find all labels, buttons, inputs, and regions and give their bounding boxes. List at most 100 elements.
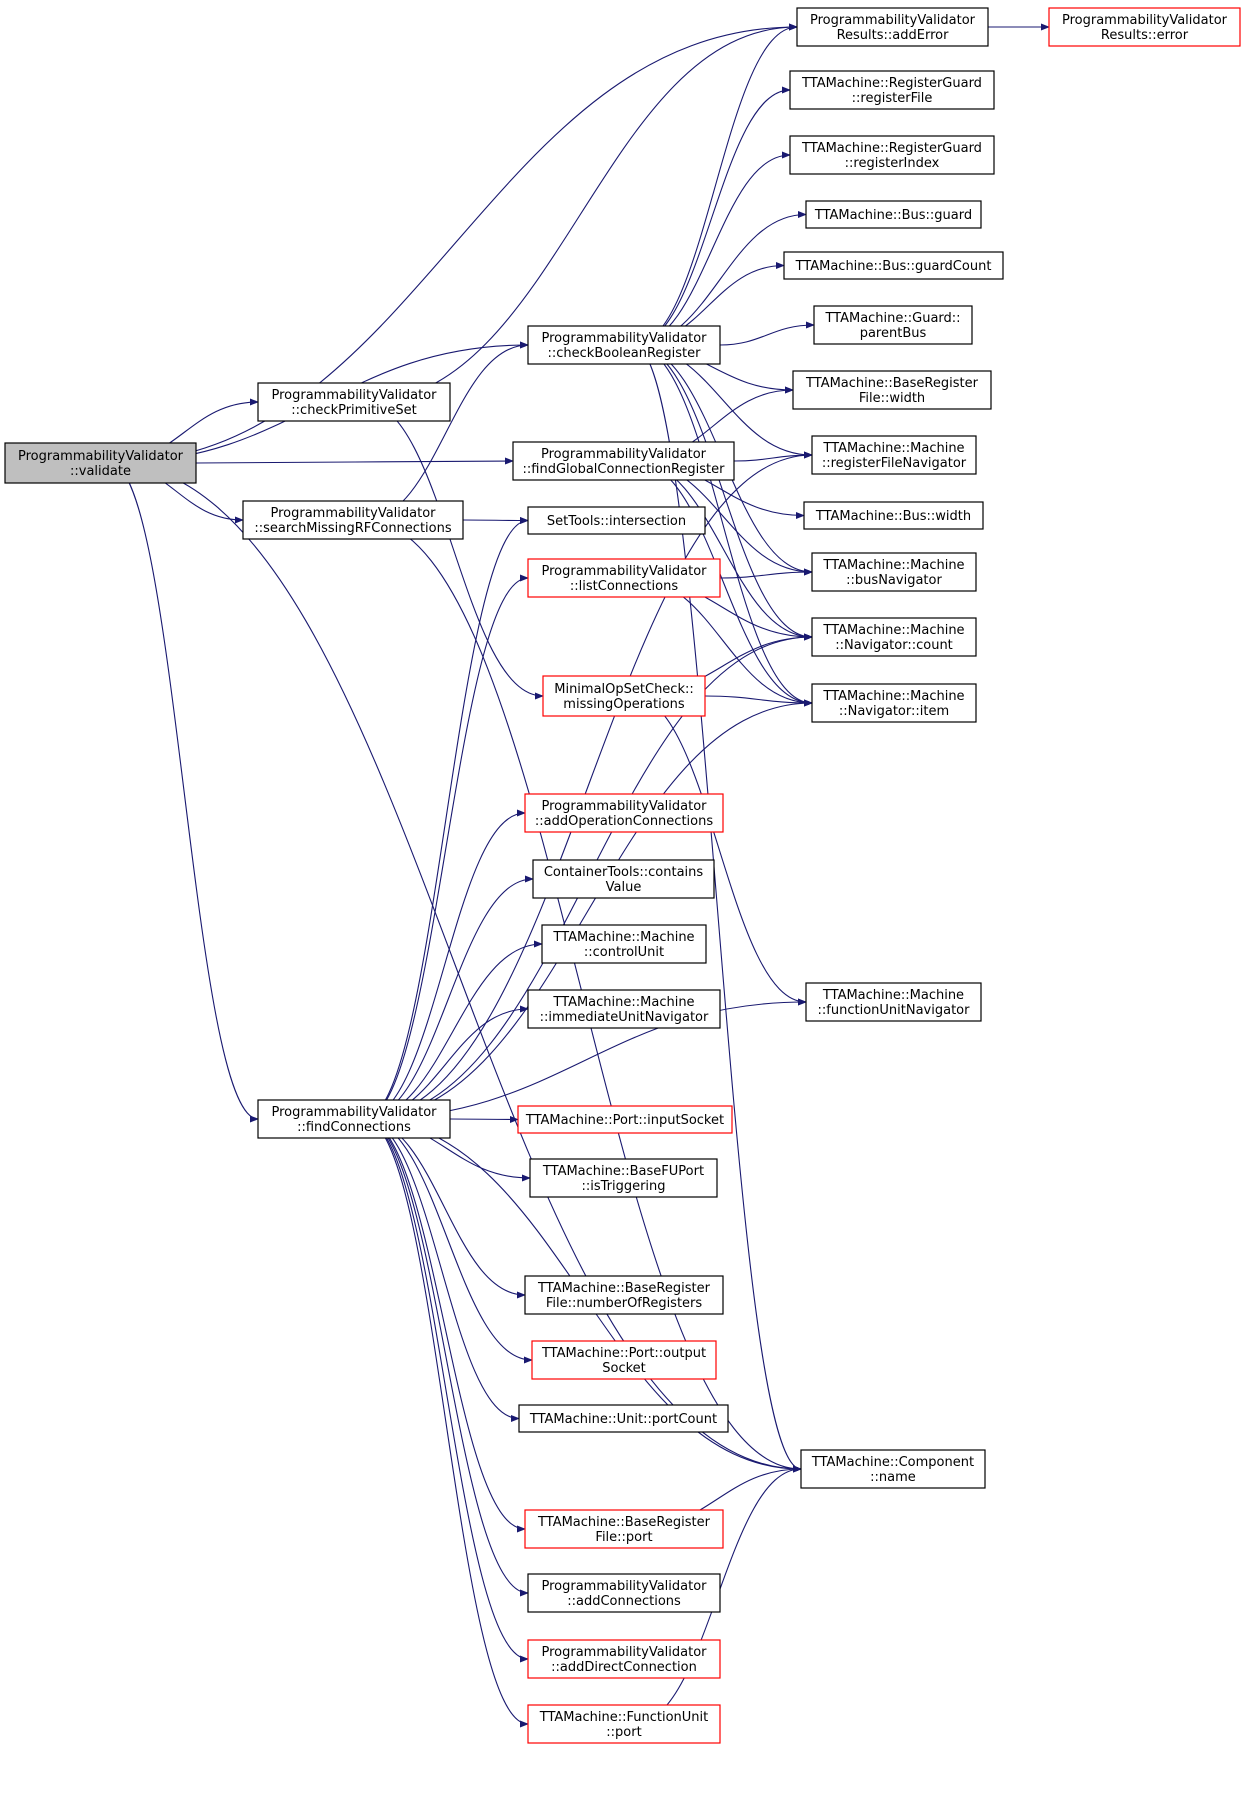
edge-findConn-to-rfPort xyxy=(363,1118,526,1533)
node-layer: ProgrammabilityValidator::validateProgra… xyxy=(4,7,1241,1744)
node-portCount[interactable]: TTAMachine::Unit::portCount xyxy=(518,1404,729,1433)
node-checkPrim[interactable]: ProgrammabilityValidator::checkPrimitive… xyxy=(257,382,451,422)
node-missingOps[interactable]: MinimalOpSetCheck::missingOperations xyxy=(542,675,706,717)
node-label: TTAMachine::BaseRegister xyxy=(537,1281,711,1296)
node-label: ProgrammabilityValidator xyxy=(270,506,436,521)
node-box xyxy=(527,558,721,598)
node-label: TTAMachine::BaseRegister xyxy=(805,376,979,391)
node-label: ::findConnections xyxy=(297,1120,411,1135)
node-label: TTAMachine::BaseRegister xyxy=(537,1515,711,1530)
edge-findConn-to-navItem xyxy=(363,699,813,1120)
node-label: ProgrammabilityValidator xyxy=(541,1579,707,1594)
node-busGuard[interactable]: TTAMachine::Bus::guard xyxy=(805,200,982,229)
node-regIndex[interactable]: TTAMachine::RegisterGuard::registerIndex xyxy=(789,135,995,175)
node-rfNav[interactable]: TTAMachine::Machine::registerFileNavigat… xyxy=(811,435,977,475)
node-navItem[interactable]: TTAMachine::Machine::Navigator::item xyxy=(811,683,977,723)
node-checkBool[interactable]: ProgrammabilityValidator::checkBooleanRe… xyxy=(527,325,721,365)
node-busWidth[interactable]: TTAMachine::Bus::width xyxy=(803,501,984,530)
node-intersection[interactable]: SetTools::intersection xyxy=(527,506,706,535)
node-label: ::registerFile xyxy=(852,91,933,106)
node-label: TTAMachine::Component xyxy=(811,1455,974,1470)
node-findGlobal[interactable]: ProgrammabilityValidator::findGlobalConn… xyxy=(512,441,735,481)
node-label: TTAMachine::BaseFUPort xyxy=(542,1164,704,1179)
node-label: ::Navigator::count xyxy=(835,638,953,653)
node-box xyxy=(789,135,995,175)
node-box xyxy=(811,435,977,475)
edge-findConn-to-portCount xyxy=(363,1118,520,1423)
node-fuNav[interactable]: TTAMachine::Machine::functionUnitNavigat… xyxy=(805,982,982,1022)
node-box xyxy=(805,982,982,1022)
node-box xyxy=(803,501,984,530)
node-label: Results::addError xyxy=(837,28,950,43)
node-box xyxy=(541,924,707,964)
node-box xyxy=(257,382,451,422)
node-label: ProgrammabilityValidator xyxy=(1062,13,1228,28)
node-navCount[interactable]: TTAMachine::Machine::Navigator::count xyxy=(811,617,977,657)
node-label: TTAMachine::Port::inputSocket xyxy=(525,1113,724,1128)
node-label: File::numberOfRegisters xyxy=(546,1296,703,1311)
node-controlUnit[interactable]: TTAMachine::Machine::controlUnit xyxy=(541,924,707,964)
node-listConn[interactable]: ProgrammabilityValidator::listConnection… xyxy=(527,558,721,598)
node-addConns[interactable]: ProgrammabilityValidator::addConnections xyxy=(527,1573,721,1613)
node-inputSocket[interactable]: TTAMachine::Port::inputSocket xyxy=(517,1105,733,1134)
node-box xyxy=(512,441,735,481)
node-busNav[interactable]: TTAMachine::Machine::busNavigator xyxy=(811,552,977,592)
edge-validate-to-findGlobal xyxy=(195,457,514,465)
edge-checkBool-to-compName xyxy=(633,344,802,1473)
node-box xyxy=(813,305,973,345)
node-addOpConn[interactable]: ProgrammabilityValidator::addOperationCo… xyxy=(524,793,724,833)
node-box xyxy=(527,506,706,535)
node-label: Value xyxy=(606,880,642,895)
node-isTrig[interactable]: TTAMachine::BaseFUPort::isTriggering xyxy=(529,1158,718,1198)
node-label: MinimalOpSetCheck:: xyxy=(554,682,694,697)
node-box xyxy=(242,500,464,540)
node-label: ::immediateUnitNavigator xyxy=(540,1010,709,1025)
node-box xyxy=(811,617,977,657)
node-immNav[interactable]: TTAMachine::Machine::immediateUnitNaviga… xyxy=(527,989,721,1029)
node-label: ProgrammabilityValidator xyxy=(541,447,707,462)
edge-validate-to-addError xyxy=(110,23,798,464)
node-label: ::controlUnit xyxy=(584,945,664,960)
edge-searchMissing-to-intersection xyxy=(462,516,529,525)
node-label: ProgrammabilityValidator xyxy=(541,564,707,579)
node-box xyxy=(796,7,989,47)
node-findConn[interactable]: ProgrammabilityValidator::findConnection… xyxy=(257,1099,451,1139)
node-label: missingOperations xyxy=(563,697,685,712)
node-addDirect[interactable]: ProgrammabilityValidator::addDirectConne… xyxy=(527,1639,721,1679)
node-label: ::findGlobalConnectionRegister xyxy=(523,462,726,477)
node-numRegs[interactable]: TTAMachine::BaseRegisterFile::numberOfRe… xyxy=(524,1275,724,1315)
node-regFile[interactable]: TTAMachine::RegisterGuard::registerFile xyxy=(789,70,995,110)
node-box xyxy=(517,1105,733,1134)
node-label: ::searchMissingRFConnections xyxy=(254,521,451,536)
node-parentBus[interactable]: TTAMachine::Guard::parentBus xyxy=(813,305,973,345)
node-searchMissing[interactable]: ProgrammabilityValidator::searchMissingR… xyxy=(242,500,464,540)
edge-listConn-to-busNav xyxy=(719,568,813,579)
edge-checkPrim-to-addError xyxy=(363,23,798,403)
node-box xyxy=(527,1704,721,1744)
edge-findConn-to-containsValue xyxy=(363,875,534,1120)
node-compName[interactable]: TTAMachine::Component::name xyxy=(800,1449,986,1489)
node-box xyxy=(524,1275,724,1315)
node-box xyxy=(532,859,715,899)
node-addError[interactable]: ProgrammabilityValidatorResults::addErro… xyxy=(796,7,989,47)
edge-validate-to-findConn xyxy=(110,462,259,1123)
node-label: File::port xyxy=(595,1530,652,1545)
node-box xyxy=(542,675,706,717)
node-label: TTAMachine::Port::output xyxy=(541,1346,706,1361)
node-box xyxy=(527,989,721,1029)
node-validate[interactable]: ProgrammabilityValidator::validate xyxy=(4,442,197,484)
node-fuPort[interactable]: TTAMachine::FunctionUnit::port xyxy=(527,1704,721,1744)
node-label: ::Navigator::item xyxy=(839,704,949,719)
edge-findConn-to-outSocket xyxy=(363,1118,533,1364)
node-label: ContainerTools::contains xyxy=(544,865,704,880)
node-guardCount[interactable]: TTAMachine::Bus::guardCount xyxy=(783,251,1004,280)
node-box xyxy=(1048,7,1241,47)
node-label: Results::error xyxy=(1101,28,1189,43)
node-label: TTAMachine::Unit::portCount xyxy=(529,1412,717,1427)
